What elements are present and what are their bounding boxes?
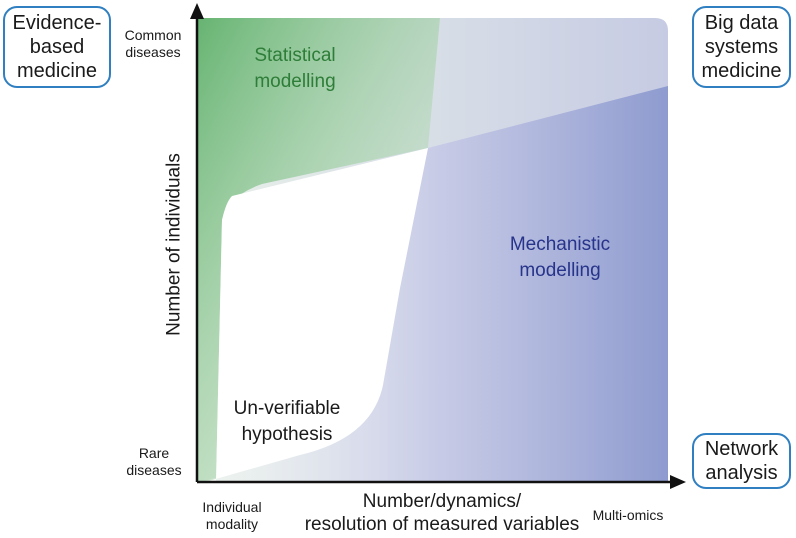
mechanistic-modelling-label: Mechanistic modelling — [509, 234, 611, 281]
y-bottom-label: Rare diseases — [126, 445, 182, 478]
x-axis-title: Number/dynamics/ resolution of measured … — [304, 491, 580, 535]
x-left-label: Individual modality — [202, 499, 262, 532]
statistical-region — [197, 18, 440, 482]
unverifiable-hypothesis-label: Un-verifiable hypothesis — [233, 398, 341, 445]
network-analysis-box: Network analysis — [692, 433, 791, 489]
statistical-modelling-label: Statistical modelling — [254, 45, 336, 92]
evidence-based-medicine-box: Evidence- based medicine — [3, 6, 111, 88]
y-axis-arrow-icon — [190, 3, 204, 19]
x-right-label: Multi-omics — [592, 507, 664, 523]
big-data-systems-medicine-box: Big data systems medicine — [692, 6, 791, 88]
x-axis-arrow-icon — [670, 475, 686, 489]
mechanistic-region — [200, 86, 668, 482]
unverifiable-region — [205, 148, 428, 482]
y-axis-title: Number of individuals — [163, 153, 185, 336]
y-top-label: Common diseases — [124, 27, 182, 60]
